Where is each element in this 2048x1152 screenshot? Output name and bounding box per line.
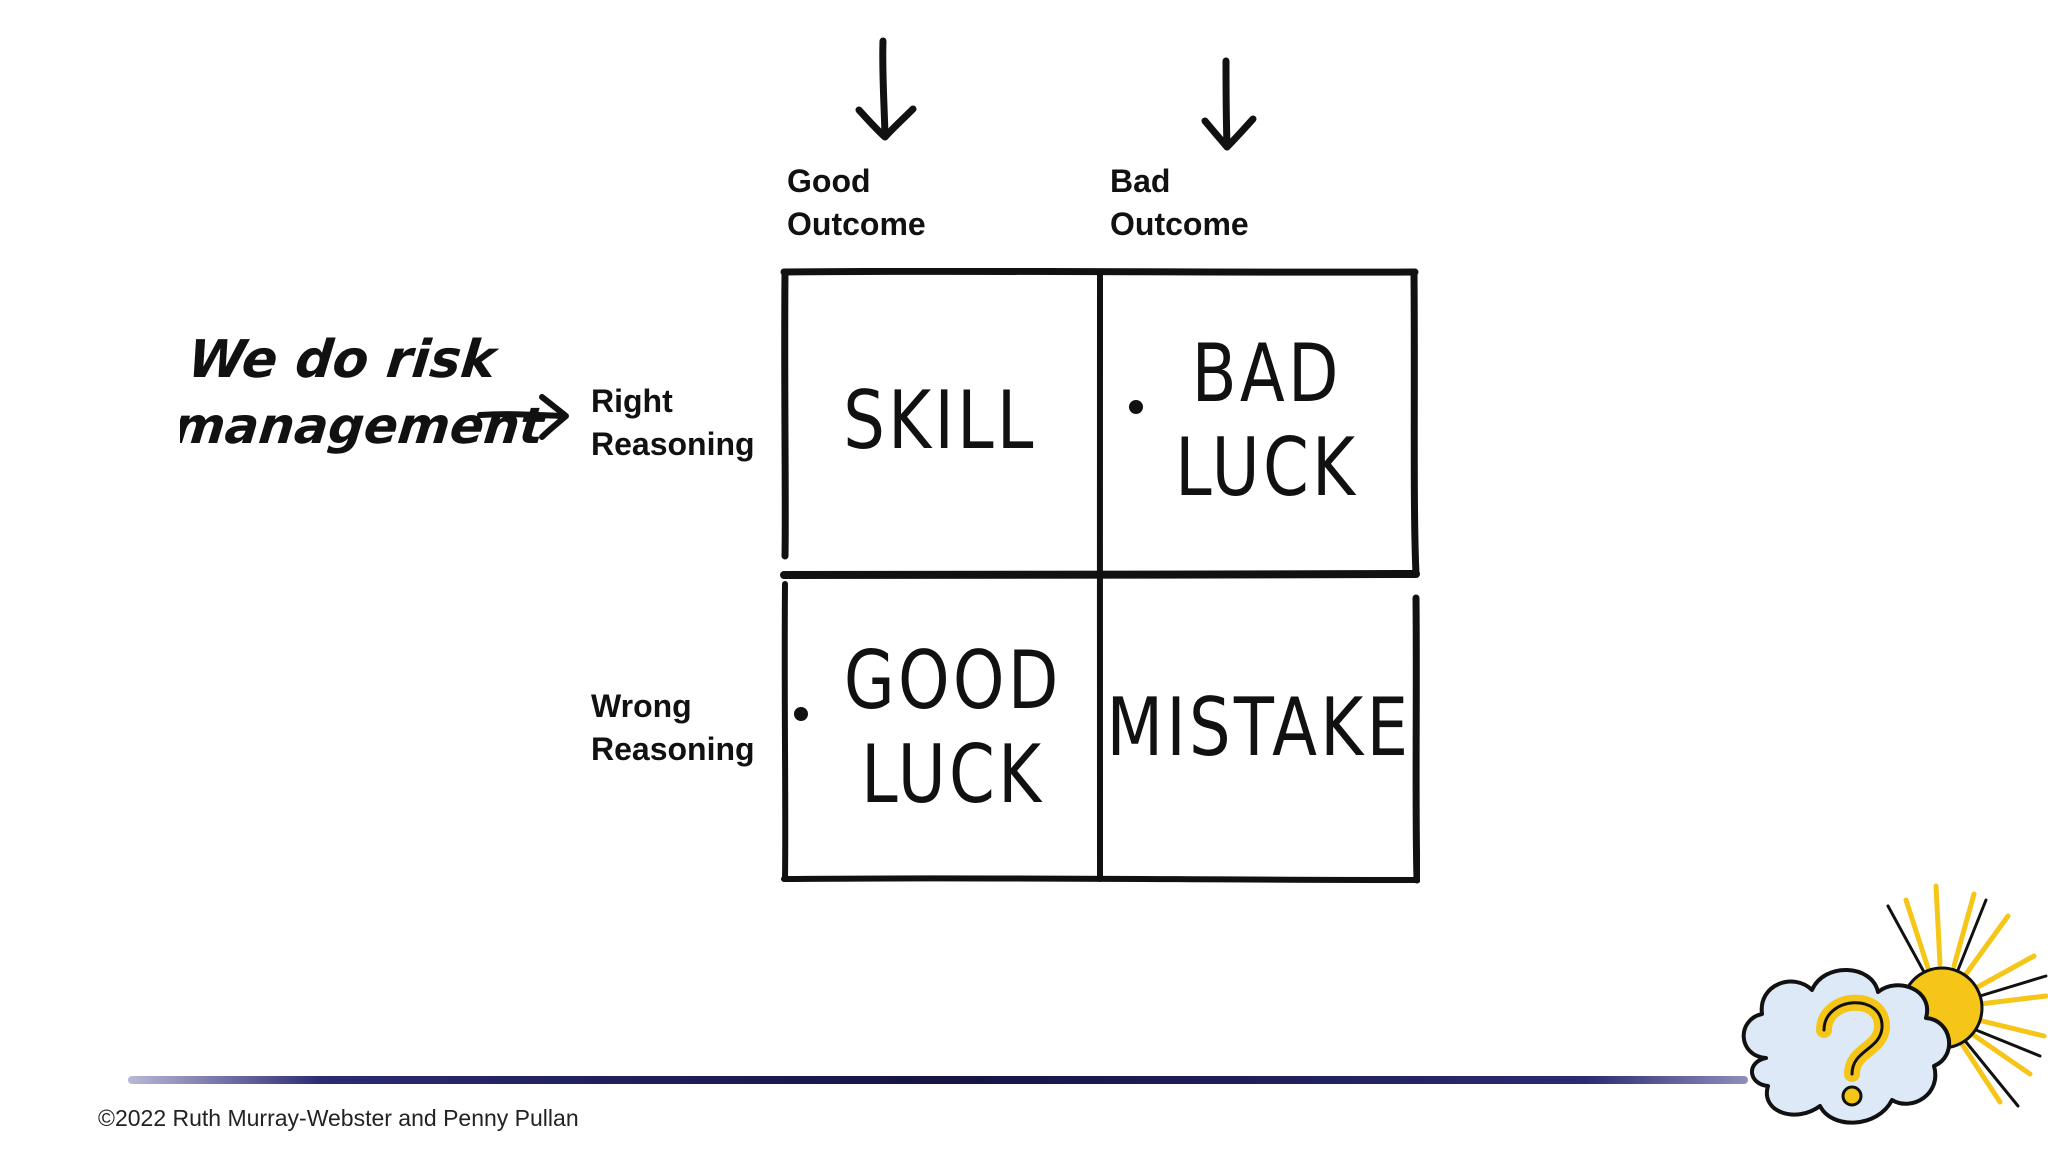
column-label-bad-outcome: Bad Outcome: [1110, 163, 1249, 242]
cloud-sun-question-icon: [1741, 883, 2048, 1125]
outcome-reasoning-matrix: SKILL BAD LUCK GOOD LUCK MISTAKE: [780, 268, 1420, 884]
down-arrow-icon: [855, 37, 917, 141]
cell-bad-luck-text: BAD LUCK: [1175, 326, 1359, 514]
copyright-text: ©2022 Ruth Murray-Webster and Penny Pull…: [98, 1105, 579, 1131]
handwritten-annotation: We do risk management: [180, 330, 569, 455]
row-label-right-reasoning: Right Reasoning: [591, 383, 755, 462]
svg-text:We do risk: We do risk: [185, 330, 502, 390]
cell-bad-luck: BAD LUCK: [1100, 274, 1408, 568]
row-label-wrong-reasoning: Wrong Reasoning: [591, 688, 755, 767]
cell-skill-text: SKILL: [843, 373, 1037, 467]
cell-mistake-text: MISTAKE: [1106, 680, 1412, 774]
svg-text:management: management: [180, 396, 549, 455]
bullet-icon: [794, 707, 809, 721]
footer-divider: [128, 1076, 1748, 1084]
cell-skill: SKILL: [786, 274, 1094, 568]
cell-good-luck-text: GOOD LUCK: [844, 633, 1062, 821]
cell-good-luck: GOOD LUCK: [786, 578, 1094, 878]
down-arrow-icon: [1201, 57, 1257, 151]
bullet-icon: [1129, 400, 1144, 414]
matrix-gridlines: [780, 268, 1420, 884]
cell-mistake: MISTAKE: [1100, 578, 1418, 878]
column-label-good-outcome: Good Outcome: [787, 163, 926, 242]
